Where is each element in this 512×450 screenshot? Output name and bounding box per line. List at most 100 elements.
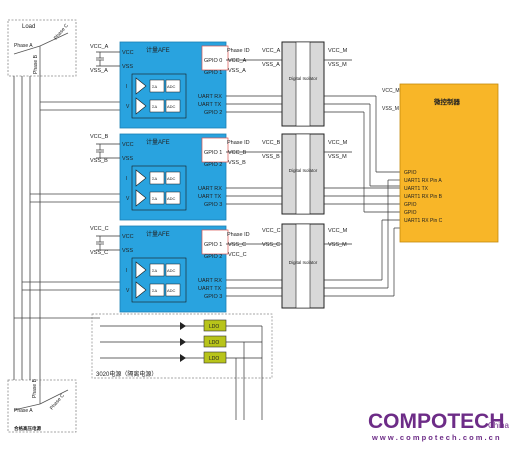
afe-gpio-pin: GPIO 1 [204, 150, 222, 156]
mcu-pin: GPIO [404, 170, 417, 176]
digital-isolator: Digital Isolator VCC_B VSS_B VCC_M VSS_M [262, 133, 348, 215]
afe-gpio-pin: GPIO 2 [204, 110, 222, 116]
afe-block: 计量AFE Phase ID VCC VSS GPIO 1 GPIO 2 UAR… [90, 133, 250, 221]
afe-uart-rx-pin: UART RX [198, 186, 222, 192]
adc-label: ADC [167, 176, 176, 181]
mcu-pin: UART1 RX Pin B [404, 194, 443, 200]
sigma-delta-label: ΣΔ [152, 288, 157, 293]
left-vss-label: VSS_B [90, 158, 108, 164]
isolator-vss-left: VSS_C [262, 242, 280, 248]
afe-isolator-wires [226, 59, 282, 297]
afe-v-input: V [126, 196, 130, 202]
afe-block: 计量AFE Phase ID VCC VSS GPIO 1 GPIO 2 UAR… [90, 225, 250, 313]
isolator-vss-right: VSS_M [328, 242, 347, 248]
sigma-delta-label: ΣΔ [152, 196, 157, 201]
load-phase-c: Phase C [53, 22, 70, 41]
afe-gpio-pin: GPIO 2 [204, 162, 222, 168]
sigma-delta-label: ΣΔ [152, 104, 157, 109]
sigma-delta-label: ΣΔ [152, 268, 157, 273]
phase-bus-lines [13, 70, 120, 386]
phase-id-label: Phase ID [227, 140, 250, 146]
afe-uart-tx-pin: UART TX [198, 286, 222, 292]
afe-title: 计量AFE [146, 46, 170, 54]
afe-vcc-out: VCC_B [228, 150, 247, 156]
isolator-mcu-wires [324, 59, 400, 297]
compotech-logo: COMPOTECH China w w w . c o m p o t e c … [368, 410, 509, 442]
left-vss-label: VSS_A [90, 68, 108, 74]
afe-vss-pin: VSS [122, 248, 133, 254]
afe-i-input: I [126, 84, 127, 90]
isolator-vcc-left: VCC_A [262, 48, 281, 54]
afe-gpio-pin: GPIO 3 [204, 294, 222, 300]
isolator-vss-right: VSS_M [328, 62, 347, 68]
afe-uart-rx-pin: UART RX [198, 278, 222, 284]
phase-id-label: Phase ID [227, 48, 250, 54]
afe-title: 计量AFE [146, 138, 170, 146]
mcu-vss-label: VSS_M [382, 106, 399, 112]
adc-label: ADC [167, 288, 176, 293]
afe-vss-out: VSS_A [228, 68, 246, 74]
adc-label: ADC [167, 268, 176, 273]
afe-block: 计量AFE Phase ID VCC VSS GPIO 0 GPIO 1 UAR… [90, 41, 250, 129]
mcu-pin: UART1 TX [404, 186, 429, 192]
isolator-vss-left: VSS_A [262, 62, 280, 68]
ldo-label: LDO [209, 356, 219, 362]
mcu-vcc-label: VCC_M [382, 88, 400, 94]
mcu-pin: UART1 RX Pin C [404, 218, 443, 224]
afe-vss-pin: VSS [122, 156, 133, 162]
ldo-label: LDO [209, 340, 219, 346]
isolator-vcc-left: VCC_C [262, 228, 281, 234]
adc-label: ADC [167, 196, 176, 201]
isolator-vss-left: VSS_B [262, 154, 280, 160]
digital-isolator: Digital Isolator VCC_A VSS_A VCC_M VSS_M [262, 41, 348, 127]
mcu-title: 微控制器 [433, 97, 461, 106]
digital-isolator: Digital Isolator VCC_C VSS_C VCC_M VSS_M [262, 223, 348, 309]
ldo-label: LDO [209, 324, 219, 330]
afe-gpio-pin: GPIO 2 [204, 254, 222, 260]
afe-title: 计量AFE [146, 230, 170, 238]
isolator-vcc-right: VCC_M [328, 140, 348, 146]
load-label: Load [22, 24, 35, 30]
afe-uart-rx-pin: UART RX [198, 94, 222, 100]
isolator-label: Digital Isolator [289, 260, 318, 265]
afe-gpio-pin: GPIO 3 [204, 202, 222, 208]
afe-v-input: V [126, 288, 130, 294]
afe-i-input: I [126, 176, 127, 182]
afe-vcc-out: VCC_A [228, 58, 247, 64]
source-label: 合格高压电源 [14, 425, 41, 432]
afe-gpio-pin: GPIO 0 [204, 58, 222, 64]
left-vcc-label: VCC_B [90, 134, 109, 140]
isolator-label: Digital Isolator [289, 168, 318, 173]
sigma-delta-label: ΣΔ [152, 84, 157, 89]
source-block: Phase A Phase C Phase B 合格高压电源 [7, 378, 77, 433]
logo-suffix: China [488, 421, 509, 430]
afe-vcc-pin: VCC [122, 234, 134, 240]
afe-uart-tx-pin: UART TX [198, 194, 222, 200]
mcu-pin: GPIO [404, 202, 417, 208]
afe-vss-out: VCC_C [228, 252, 247, 258]
isolator-vcc-right: VCC_M [328, 48, 348, 54]
source-phase-a: Phase A [14, 408, 33, 414]
adc-label: ADC [167, 84, 176, 89]
isolator-vcc-right: VCC_M [328, 228, 348, 234]
sigma-delta-label: ΣΔ [152, 176, 157, 181]
isolator-label: Digital Isolator [289, 76, 318, 81]
mcu-pin: GPIO [404, 210, 417, 216]
power-caption: 3020电源（隔离电源） [96, 370, 157, 378]
left-vss-label: VSS_C [90, 250, 108, 256]
afe-gpio-pin: GPIO 1 [204, 70, 222, 76]
left-vcc-label: VCC_C [90, 226, 109, 232]
load-block: Load Phase A Phase C Phase B [7, 19, 77, 77]
load-phase-a: Phase A [14, 43, 33, 49]
isolator-vss-right: VSS_M [328, 154, 347, 160]
afe-gpio-pin: GPIO 1 [204, 242, 222, 248]
adc-label: ADC [167, 104, 176, 109]
afe-i-input: I [126, 268, 127, 274]
phase-id-label: Phase ID [227, 232, 250, 238]
afe-uart-tx-pin: UART TX [198, 102, 222, 108]
afe-vss-out: VSS_B [228, 160, 246, 166]
logo-brand: COMPOTECH [368, 410, 505, 433]
power-section: LDO LDO LDO 3020电源（隔离电源） [91, 313, 273, 420]
